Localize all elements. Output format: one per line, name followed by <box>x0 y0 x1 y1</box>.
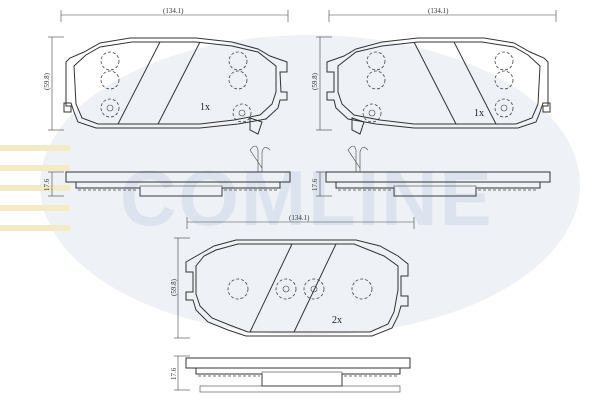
watermark-stripe <box>0 205 70 211</box>
width-dimension-label: (134.1) <box>289 214 310 222</box>
height-dimension-label: (59.8) <box>311 72 319 90</box>
height-dimension-label: (59.8) <box>43 72 51 90</box>
watermark-stripe <box>0 165 70 171</box>
watermark-ellipse <box>40 35 580 335</box>
width-dimension-label: (134.1) <box>428 7 449 15</box>
thickness-dimension-label: 17.6 <box>43 178 51 191</box>
thickness-dimension-label: 17.6 <box>170 367 178 380</box>
watermark-stripe <box>0 225 70 231</box>
thickness-dimension-label: 17.6 <box>311 178 319 191</box>
pad-top-right: (134.1) (59.8) 1x 17.6 <box>311 7 557 197</box>
quantity-label: 2x <box>332 315 342 326</box>
watermark-stripe <box>0 145 70 151</box>
pad-top-left: (134.1) (59.8) 1x 17.6 <box>43 7 291 197</box>
height-dimension-label: (59.8) <box>170 278 178 296</box>
width-dimension-label: (134.1) <box>163 7 184 15</box>
quantity-label: 1x <box>474 108 484 119</box>
watermark: COMLINE <box>0 35 580 335</box>
pad-bottom: (134.1) (59.8) 2x 17.6 <box>170 214 415 393</box>
quantity-label: 1x <box>200 102 210 113</box>
watermark-stripe <box>0 185 70 191</box>
watermark-text: COMLINE <box>120 154 494 242</box>
